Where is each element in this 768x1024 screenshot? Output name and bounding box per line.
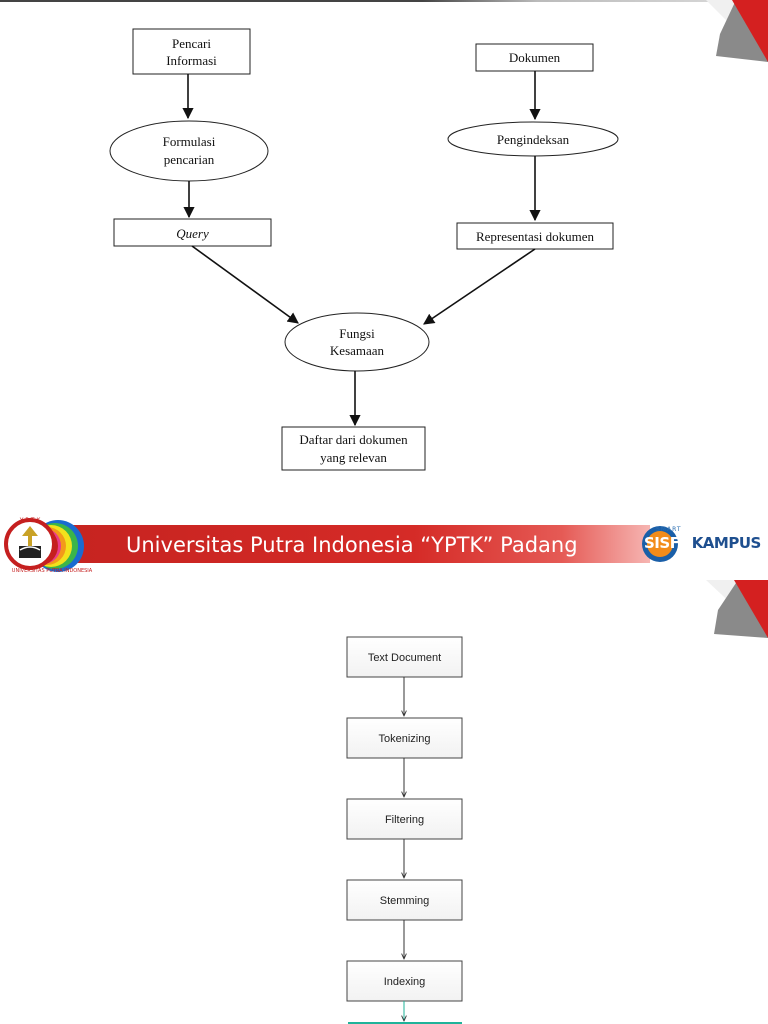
sisfokampus-emblem bbox=[642, 526, 678, 562]
sisfokampus-smart-text: SMART bbox=[656, 526, 682, 533]
fungsi-label-2: Kesamaan bbox=[330, 343, 385, 358]
corner-decoration bbox=[706, 0, 768, 62]
query-label: Query bbox=[176, 226, 209, 241]
slide-ir-model: Pencari Informasi Dokumen Formulasi penc… bbox=[0, 0, 768, 574]
top-border-line bbox=[0, 0, 768, 2]
corner-decoration-2 bbox=[706, 580, 768, 638]
yptk-logo-top-text: Y P T K bbox=[19, 517, 42, 524]
daftar-dokumen-box: Daftar dari dokumen yang relevan bbox=[281, 426, 426, 471]
step-tokenizing: Tokenizing bbox=[346, 717, 463, 759]
step-text-document: Text Document bbox=[346, 636, 463, 678]
dokumen-box: Dokumen bbox=[475, 43, 594, 72]
step-text-document-label: Text Document bbox=[368, 652, 441, 664]
step-filtering-label: Filtering bbox=[385, 814, 424, 826]
arrow-representasi-to-fungsi bbox=[423, 248, 536, 325]
yptk-logo-ring-text: UNIVERSITAS PUTRA INDONESIA bbox=[12, 568, 93, 574]
pencari-informasi-label-2: Informasi bbox=[166, 53, 217, 68]
preprocessing-flow: Text Document Tokenizing Filtering Stemm… bbox=[346, 636, 463, 1024]
sisfokampus-wordmark: SISFOKAMPUS bbox=[644, 534, 761, 552]
slide-text-preprocessing: Text Document Tokenizing Filtering Stemm… bbox=[0, 580, 768, 1024]
formulasi-pencarian-ellipse: Formulasi pencarian bbox=[109, 120, 269, 182]
pencari-informasi-label-1: Pencari bbox=[172, 36, 211, 51]
yptk-logo: Y P T K UNIVERSITAS PUTRA INDONESIA bbox=[4, 517, 93, 574]
pengindeksan-label: Pengindeksan bbox=[497, 132, 570, 147]
banner-red-bar bbox=[60, 525, 650, 563]
step-filtering: Filtering bbox=[346, 798, 463, 840]
flow-arrows bbox=[182, 71, 541, 427]
step-indexing: Indexing bbox=[346, 960, 463, 1002]
university-name: Universitas Putra Indonesia “YPTK” Padan… bbox=[126, 533, 578, 557]
step-indexing-label: Indexing bbox=[384, 976, 426, 988]
step-stemming: Stemming bbox=[346, 879, 463, 921]
pengindeksan-ellipse: Pengindeksan bbox=[447, 121, 619, 157]
representasi-dokumen-box: Representasi dokumen bbox=[456, 222, 614, 250]
representasi-label: Representasi dokumen bbox=[476, 229, 595, 244]
daftar-label-2: yang relevan bbox=[320, 450, 387, 465]
fungsi-label-1: Fungsi bbox=[339, 326, 375, 341]
step-next-partial bbox=[348, 1001, 462, 1024]
arrow-query-to-fungsi bbox=[191, 245, 299, 324]
step-stemming-label: Stemming bbox=[380, 895, 430, 907]
ir-flow-diagram: Pencari Informasi Dokumen Formulasi penc… bbox=[109, 28, 619, 471]
fungsi-kesamaan-ellipse: Fungsi Kesamaan bbox=[284, 312, 430, 372]
query-box: Query bbox=[113, 218, 272, 247]
daftar-label-1: Daftar dari dokumen bbox=[299, 432, 408, 447]
formulasi-label-2: pencarian bbox=[164, 152, 215, 167]
formulasi-label-1: Formulasi bbox=[163, 134, 216, 149]
step-tokenizing-label: Tokenizing bbox=[379, 733, 431, 745]
pencari-informasi-box: Pencari Informasi bbox=[132, 28, 251, 75]
university-banner: Y P T K UNIVERSITAS PUTRA INDONESIA Univ… bbox=[0, 512, 768, 574]
dokumen-label: Dokumen bbox=[509, 50, 561, 65]
sisfokampus-logo: SMART SISFOKAMPUS bbox=[640, 524, 768, 564]
